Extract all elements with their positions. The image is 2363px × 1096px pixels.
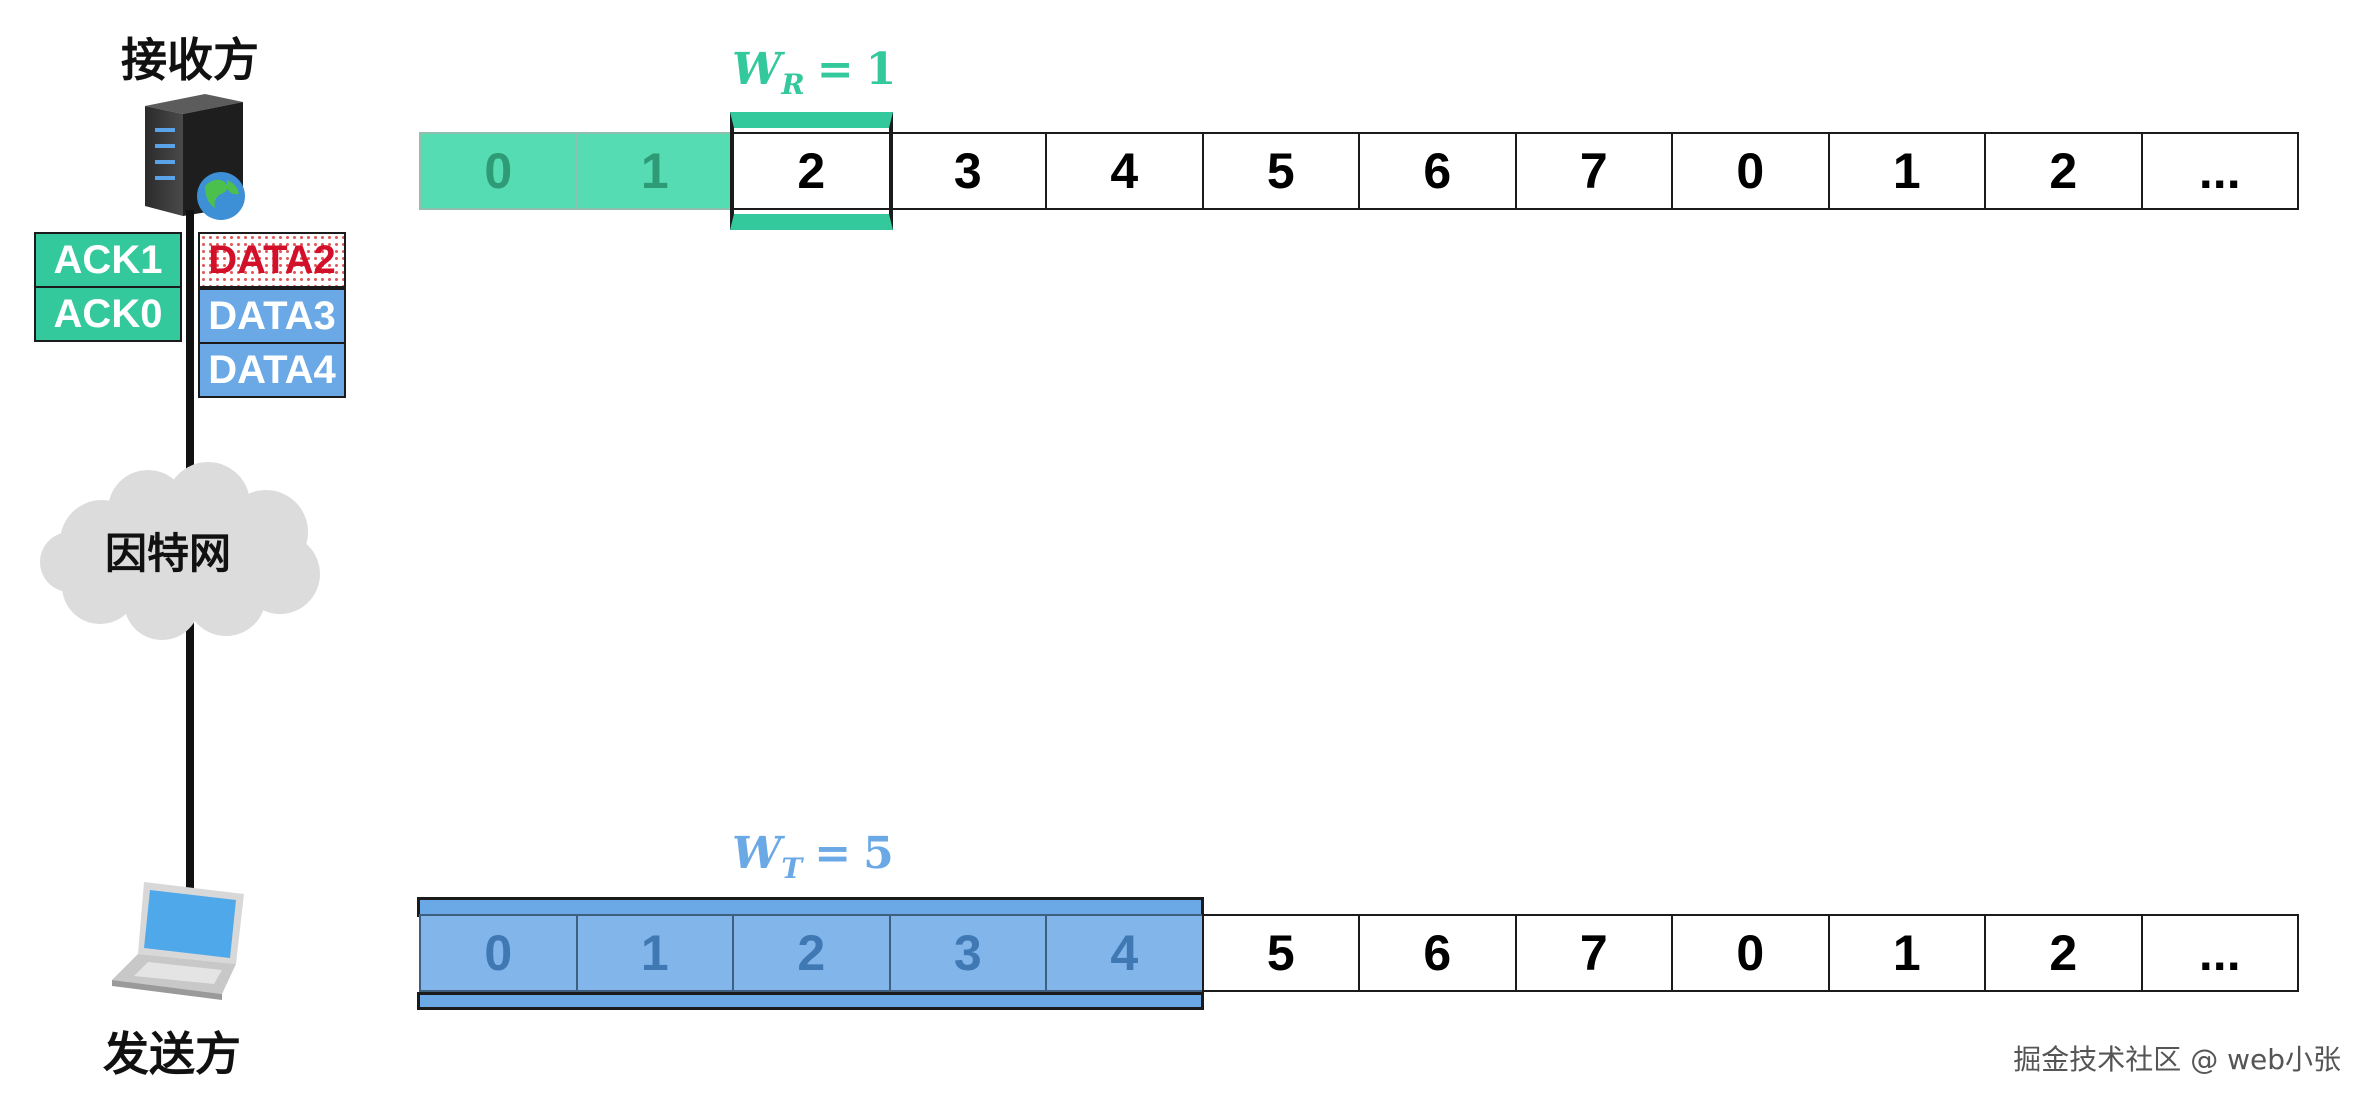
sequence-cell: 0 [419, 914, 578, 992]
sender-label: 发送方 [103, 1027, 241, 1081]
sender-window-equals: = [814, 828, 852, 879]
sequence-cell: 4 [1045, 132, 1204, 210]
sequence-cell: 0 [1671, 132, 1830, 210]
sequence-cell: 7 [1514, 914, 1673, 992]
sequence-cell: 2 [732, 914, 891, 992]
receiver-window-symbol: W [732, 44, 782, 95]
data-packet: DATA4 [198, 342, 346, 398]
receiver-label: 接收方 [121, 33, 259, 87]
sequence-cell: 1 [1827, 914, 1986, 992]
sequence-cell: 6 [1358, 132, 1517, 210]
cloud-icon [40, 462, 320, 640]
data-packet-lost: DATA2 [198, 232, 346, 288]
watermark: 掘金技术社区 @ web小张 [2013, 1043, 2341, 1076]
sequence-cell: ... [2140, 132, 2299, 210]
server-icon [145, 94, 245, 220]
sequence-cell: 5 [1201, 132, 1360, 210]
ack-packet: ACK0 [34, 286, 182, 342]
sequence-cell: 1 [575, 132, 734, 210]
sequence-cell: 2 [1984, 914, 2143, 992]
sender-window-label: WT =5 [732, 828, 894, 885]
receiver-window-label: WR =1 [732, 44, 896, 101]
sequence-cell: 3 [888, 132, 1047, 210]
sequence-cell: 4 [1045, 914, 1204, 992]
sequence-cell: 0 [1671, 914, 1830, 992]
receiver-window-subscript: R [781, 68, 805, 101]
sequence-cell: 3 [888, 914, 1047, 992]
sender-window-value: 5 [863, 828, 894, 879]
sequence-cell: 1 [575, 914, 734, 992]
sequence-cell: 1 [1827, 132, 1986, 210]
sequence-cell: 0 [419, 132, 578, 210]
receiver-window-frame [730, 112, 893, 230]
network-label: 因特网 [104, 529, 231, 578]
sequence-cell: 7 [1514, 132, 1673, 210]
sequence-cell: 5 [1201, 914, 1360, 992]
sequence-cell: 6 [1358, 914, 1517, 992]
receiver-window-equals: = [816, 44, 854, 95]
laptop-icon [112, 882, 244, 1000]
ack-packet: ACK1 [34, 232, 182, 288]
sender-window-symbol: W [732, 828, 782, 879]
sender-window-subscript: T [781, 852, 803, 885]
data-packet: DATA3 [198, 288, 346, 344]
sequence-cell: 2 [1984, 132, 2143, 210]
sequence-cell: ... [2140, 914, 2299, 992]
sender-window-bottom-bar [417, 992, 1204, 1010]
receiver-window-value: 1 [865, 44, 897, 95]
